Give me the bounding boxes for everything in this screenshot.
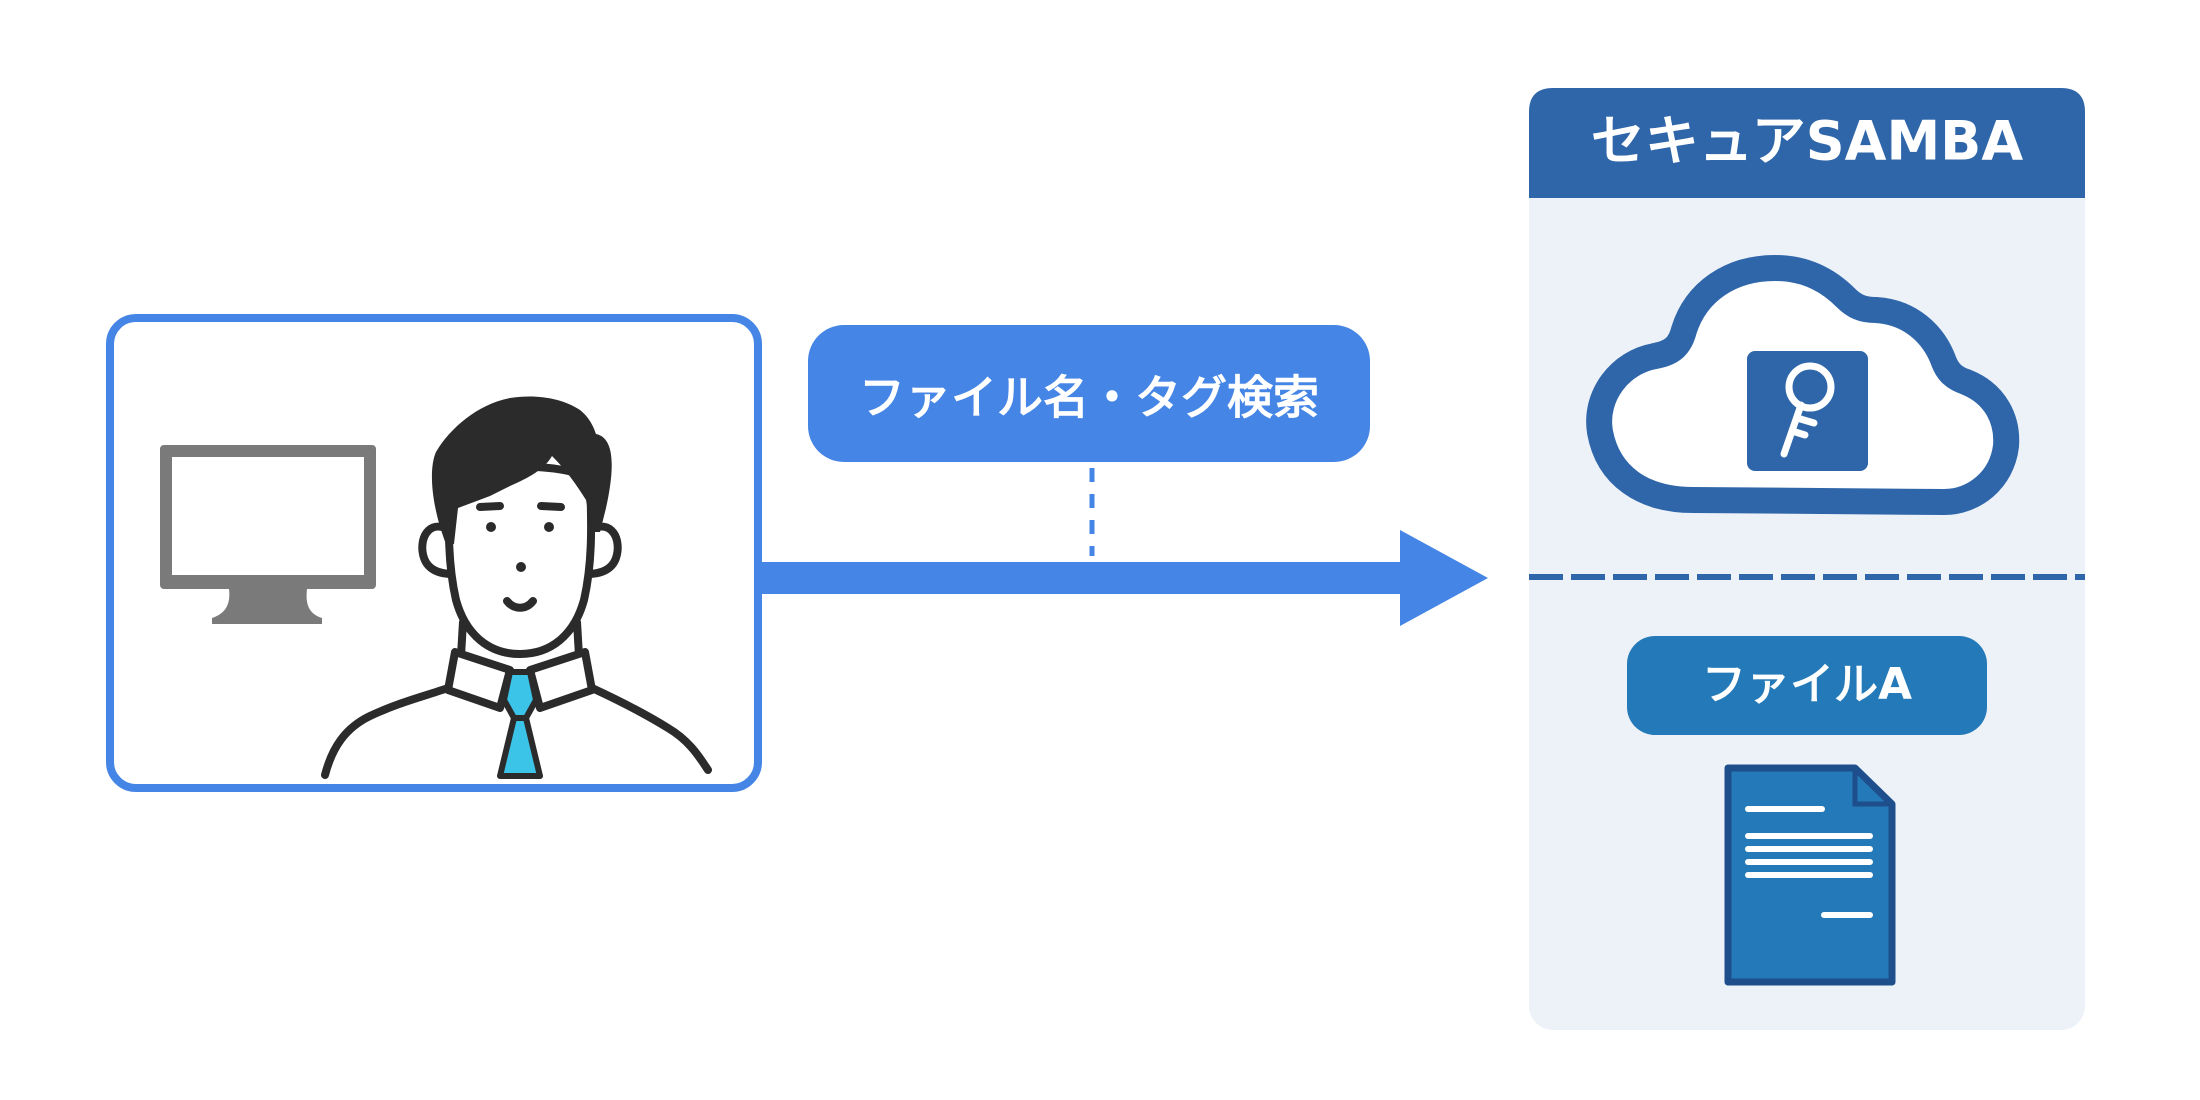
server-panel: セキュアSAMBA ファイルA: [1529, 88, 2085, 1030]
monitor-icon: [160, 445, 376, 624]
document-icon: [1724, 764, 1896, 986]
request-arrow: [758, 530, 1488, 626]
search-label-box: ファイル名・タグ検索: [808, 325, 1370, 462]
search-label: ファイル名・タグ検索: [859, 371, 1319, 425]
hair-icon: [431, 396, 612, 544]
file-label: ファイルA: [1702, 659, 1912, 710]
file-label-box: ファイルA: [1627, 636, 1987, 735]
key-icon: [1780, 362, 1835, 458]
cloud-lock-icon: [1586, 255, 2020, 515]
user-panel: [106, 314, 762, 792]
person-icon: [321, 462, 712, 779]
server-title: セキュアSAMBA: [1591, 110, 2023, 173]
